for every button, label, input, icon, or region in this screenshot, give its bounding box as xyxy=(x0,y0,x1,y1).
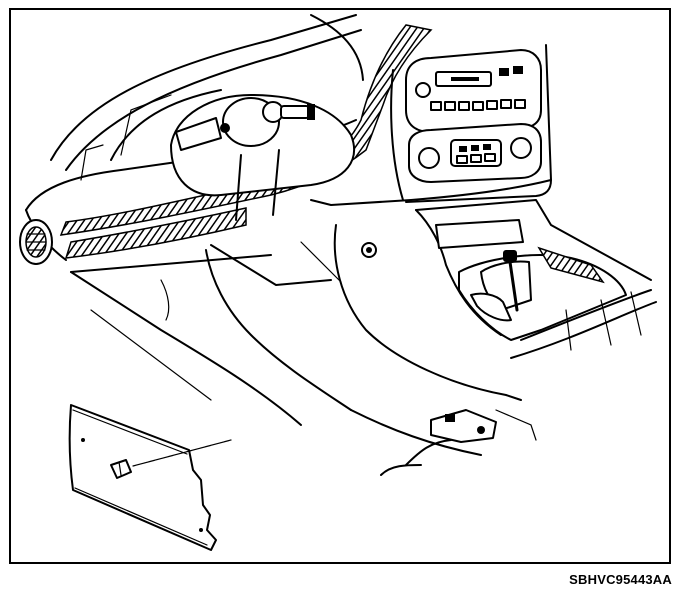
radio-preset-buttons xyxy=(430,99,526,111)
radio-head-unit xyxy=(405,49,542,133)
gear-shifter-area xyxy=(458,246,657,359)
windshield-frame xyxy=(50,14,364,181)
panel-retaining-clip xyxy=(110,459,132,479)
seat-mount-bracket xyxy=(380,409,537,476)
center-stack xyxy=(310,44,552,206)
removed-side-trim-panel xyxy=(68,404,232,551)
left-air-vent xyxy=(19,219,53,265)
illustration-frame xyxy=(9,8,671,564)
steering-column xyxy=(170,94,356,221)
figure-reference-code: SBHVC95443AA xyxy=(569,572,672,587)
climate-control-panel xyxy=(408,123,542,183)
lower-dash-trim xyxy=(64,207,247,259)
dashboard-console-illustration xyxy=(19,14,657,551)
console-storage-slot xyxy=(435,219,524,249)
floor-area xyxy=(70,241,482,456)
